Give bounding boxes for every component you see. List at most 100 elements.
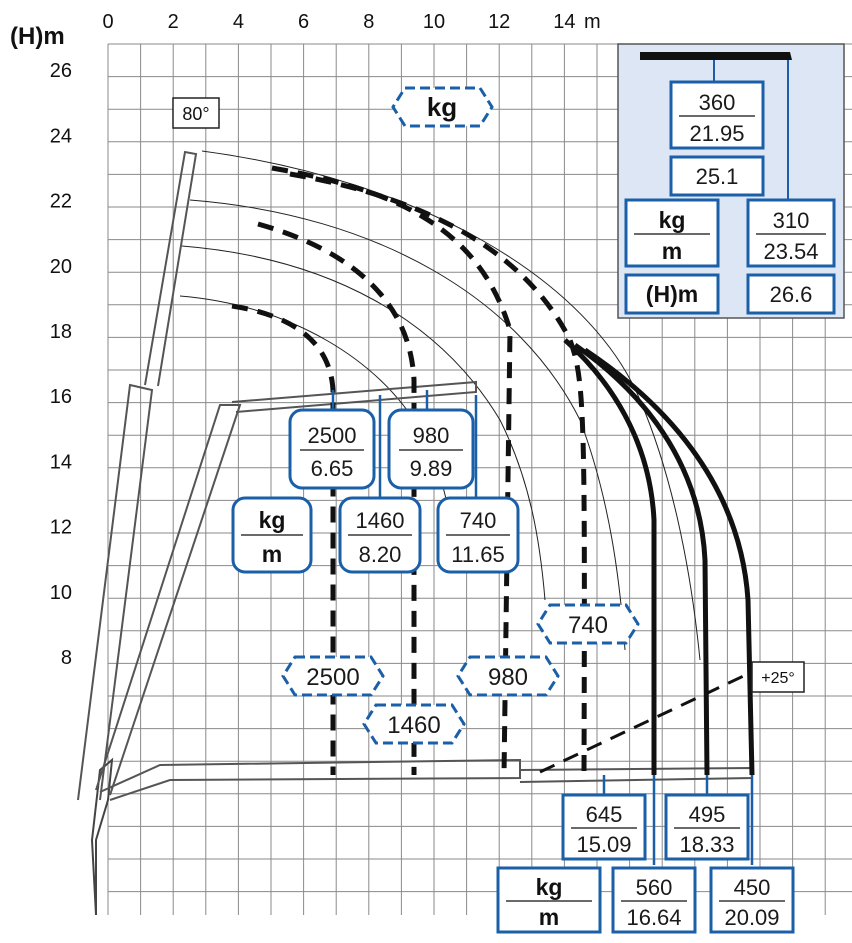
y-tick-label: 18 — [50, 321, 72, 343]
ext-curve-450 — [583, 347, 755, 776]
svg-text:980: 980 — [413, 423, 450, 448]
svg-text:m: m — [539, 904, 559, 930]
inset-unit-box — [624, 198, 720, 268]
svg-text:18.33: 18.33 — [679, 832, 734, 857]
x-tick-label: 6 — [298, 11, 309, 33]
ext-box-450: 450 20.09 — [709, 866, 795, 934]
svg-text:495: 495 — [689, 802, 726, 827]
load-box-2500: 2500 6.65 — [288, 408, 376, 490]
unit-legend-mid: kg m — [231, 496, 313, 574]
x-axis-unit: m — [584, 11, 601, 33]
svg-text:20.09: 20.09 — [724, 905, 779, 930]
svg-text:80°: 80° — [182, 104, 209, 124]
x-tick-label: 2 — [168, 11, 179, 33]
y-tick-label: 14 — [50, 451, 72, 473]
svg-text:450: 450 — [734, 875, 771, 900]
svg-text:560: 560 — [636, 875, 673, 900]
y-tick-label: 8 — [61, 647, 72, 669]
load-curve-740 — [289, 171, 587, 776]
x-tick-label: 8 — [363, 11, 374, 33]
reach-arc — [189, 199, 626, 651]
x-tick-label: 0 — [102, 11, 113, 33]
svg-text:2500: 2500 — [308, 423, 357, 448]
inset-top-h-box — [669, 155, 765, 197]
angle-low: +25° — [751, 661, 805, 693]
x-axis-ticks: 0 2 4 6 8 10 12 14 — [102, 11, 575, 33]
svg-text:21.95: 21.95 — [689, 121, 744, 146]
kg-hex-label: kg — [391, 86, 494, 128]
x-tick-label: 12 — [488, 11, 510, 33]
boom-vertical — [77, 383, 154, 801]
y-tick-label: 26 — [50, 60, 72, 82]
svg-text:310: 310 — [773, 208, 810, 233]
svg-text:kg: kg — [259, 507, 286, 533]
y-tick-label: 22 — [50, 191, 72, 213]
load-curve-2500 — [231, 303, 336, 775]
boom-low-ext — [519, 766, 753, 783]
svg-text:(H)m: (H)m — [646, 281, 698, 307]
load-box-1460: 1460 8.20 — [338, 496, 422, 574]
svg-text:740: 740 — [460, 508, 497, 533]
svg-text:6.65: 6.65 — [311, 456, 354, 481]
dashed-label-2500: 2500 — [281, 655, 385, 697]
angle-top: 80° — [172, 97, 220, 129]
inset-right-h-box — [746, 273, 836, 315]
x-tick-label: 14 — [553, 11, 575, 33]
boom-mid — [95, 404, 242, 796]
svg-text:980: 980 — [488, 664, 528, 691]
boom-mid-arm — [231, 380, 477, 413]
crane-column — [90, 757, 114, 916]
svg-text:1460: 1460 — [387, 712, 440, 739]
svg-text:360: 360 — [699, 90, 736, 115]
ext-curve-560 — [563, 338, 657, 775]
inset-right-box — [746, 198, 836, 268]
boom-vertical-ext — [144, 150, 198, 387]
y-tick-label: 10 — [50, 582, 72, 604]
inset-panel: 360 21.95 25.1 kg m 310 23.54 (H)m 26.6 — [617, 43, 845, 319]
svg-text:23.54: 23.54 — [763, 239, 818, 264]
svg-text:+25°: +25° — [761, 670, 795, 687]
svg-text:26.6: 26.6 — [770, 282, 813, 307]
svg-text:645: 645 — [586, 802, 623, 827]
svg-text:m: m — [662, 238, 682, 264]
svg-text:2500: 2500 — [306, 664, 359, 691]
inset-top-box — [669, 80, 765, 150]
ext-box-645: 645 15.09 — [561, 793, 647, 861]
load-curve-1460 — [257, 221, 417, 775]
dashed-label-740: 740 — [536, 603, 640, 645]
x-tick-label: 10 — [423, 11, 445, 33]
svg-text:kg: kg — [536, 874, 563, 900]
extension-curves — [563, 338, 755, 776]
svg-text:16.64: 16.64 — [626, 905, 681, 930]
dashed-label-980: 980 — [456, 655, 560, 697]
svg-text:kg: kg — [427, 92, 457, 122]
svg-text:kg: kg — [659, 207, 686, 233]
ext-box-495: 495 18.33 — [664, 793, 750, 861]
y-tick-label: 16 — [50, 386, 72, 408]
load-curve-25deg — [539, 670, 753, 774]
inset-unit-h-box — [624, 273, 720, 315]
reach-arc — [181, 245, 546, 601]
dashed-label-1460: 1460 — [362, 703, 466, 745]
dashed-load-curves — [231, 165, 753, 776]
svg-text:11.65: 11.65 — [451, 542, 504, 567]
svg-text:9.89: 9.89 — [410, 456, 453, 481]
svg-text:8.20: 8.20 — [359, 542, 402, 567]
y-tick-label: 20 — [50, 256, 72, 278]
ext-curve-495 — [573, 342, 710, 776]
ext-box-560: 560 16.64 — [611, 866, 697, 934]
inset-boom-icon — [640, 52, 792, 60]
svg-text:740: 740 — [568, 612, 608, 639]
label-connectors — [331, 390, 754, 865]
x-tick-label: 4 — [233, 11, 244, 33]
y-tick-label: 24 — [50, 125, 72, 147]
load-box-980: 980 9.89 — [387, 408, 475, 490]
svg-text:15.09: 15.09 — [576, 832, 631, 857]
svg-text:25.1: 25.1 — [696, 164, 739, 189]
load-box-740: 740 11.65 — [436, 496, 520, 574]
svg-text:1460: 1460 — [356, 508, 405, 533]
y-axis-title: (H)m — [10, 23, 65, 50]
unit-legend-bottom: kg m — [496, 866, 602, 934]
